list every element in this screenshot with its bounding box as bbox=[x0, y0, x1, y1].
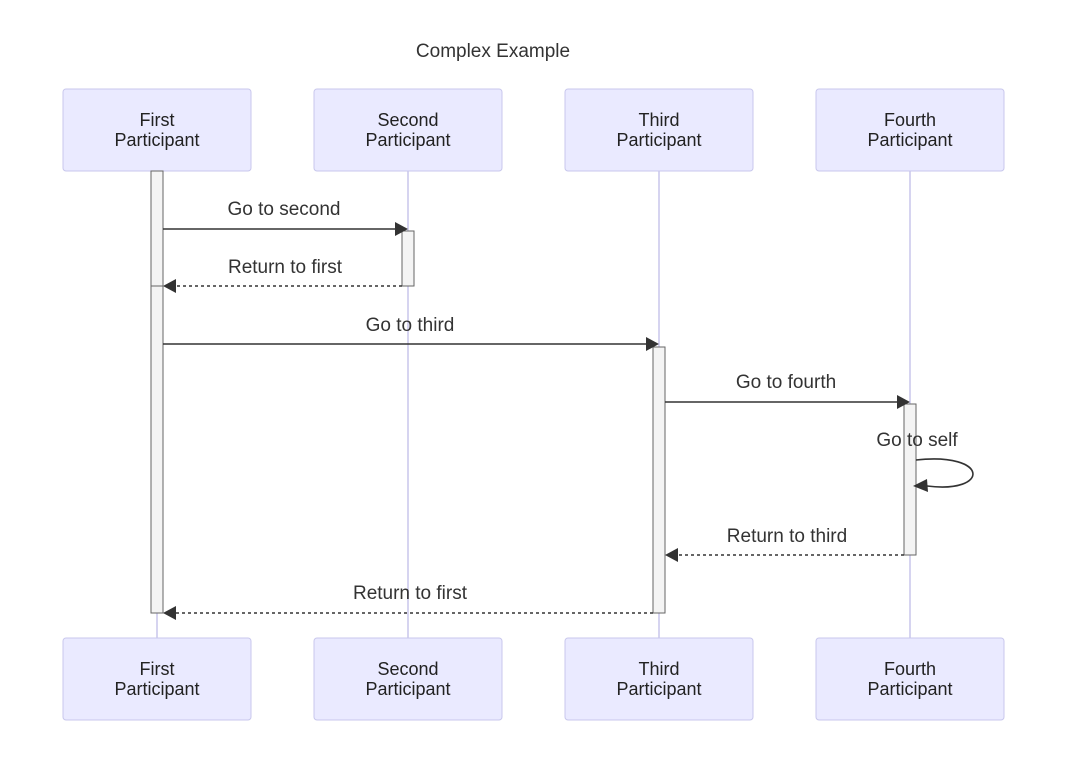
message-label: Go to fourth bbox=[736, 372, 836, 393]
message-label: Return to first bbox=[228, 257, 343, 278]
actor-second-bottom-line2: Participant bbox=[365, 679, 450, 699]
actor-second-bottom: Second Participant bbox=[313, 637, 503, 721]
actor-fourth-bottom-line2: Participant bbox=[867, 679, 952, 699]
message-go-to-fourth: Go to fourth bbox=[665, 372, 910, 409]
message-label: Go to third bbox=[366, 315, 455, 336]
actor-second-top-line1: Second bbox=[377, 110, 438, 130]
message-return-to-third: Return to third bbox=[665, 526, 904, 562]
arrowhead-icon bbox=[163, 606, 176, 620]
message-go-to-self: Go to self bbox=[876, 430, 974, 492]
actor-third-bottom-line2: Participant bbox=[616, 679, 701, 699]
actor-fourth-top-line1: Fourth bbox=[884, 110, 936, 130]
activation-first-1 bbox=[150, 170, 164, 287]
message-label: Return to first bbox=[353, 583, 468, 604]
message-label: Go to self bbox=[876, 430, 958, 451]
arrowhead-icon bbox=[665, 548, 678, 562]
actor-fourth-bottom-line1: Fourth bbox=[884, 659, 936, 679]
arrowhead-icon bbox=[897, 395, 910, 409]
actor-third-top: Third Participant bbox=[564, 88, 754, 172]
actor-second-top: Second Participant bbox=[313, 88, 503, 172]
message-go-to-second: Go to second bbox=[163, 199, 408, 236]
arrowhead-icon bbox=[646, 337, 659, 351]
actor-fourth-bottom: Fourth Participant bbox=[815, 637, 1005, 721]
actor-first-top: First Participant bbox=[62, 88, 252, 172]
activation-first-2 bbox=[150, 285, 164, 614]
actor-first-bottom-line1: First bbox=[140, 659, 175, 679]
actor-first-bottom: First Participant bbox=[62, 637, 252, 721]
actor-fourth-top: Fourth Participant bbox=[815, 88, 1005, 172]
actor-first-bottom-line2: Participant bbox=[114, 679, 199, 699]
arrowhead-icon bbox=[395, 222, 408, 236]
message-label: Return to third bbox=[727, 526, 847, 547]
arrowhead-icon bbox=[163, 279, 176, 293]
actor-third-top-line1: Third bbox=[638, 110, 679, 130]
activation-third bbox=[652, 346, 666, 614]
message-label: Go to second bbox=[227, 199, 340, 220]
activation-second bbox=[401, 230, 415, 287]
actor-first-top-line1: First bbox=[140, 110, 175, 130]
actor-second-bottom-line1: Second bbox=[377, 659, 438, 679]
actor-third-bottom-line1: Third bbox=[638, 659, 679, 679]
actor-first-top-line2: Participant bbox=[114, 130, 199, 150]
message-go-to-third: Go to third bbox=[163, 315, 659, 351]
diagram-title: Complex Example bbox=[416, 41, 570, 62]
actor-fourth-top-line2: Participant bbox=[867, 130, 952, 150]
message-return-to-first-1: Return to first bbox=[163, 257, 402, 293]
actor-second-top-line2: Participant bbox=[365, 130, 450, 150]
arrowhead-icon bbox=[913, 479, 928, 492]
activation-fourth bbox=[903, 403, 917, 556]
actor-third-top-line2: Participant bbox=[616, 130, 701, 150]
message-return-to-first-2: Return to first bbox=[163, 583, 653, 620]
actor-third-bottom: Third Participant bbox=[564, 637, 754, 721]
